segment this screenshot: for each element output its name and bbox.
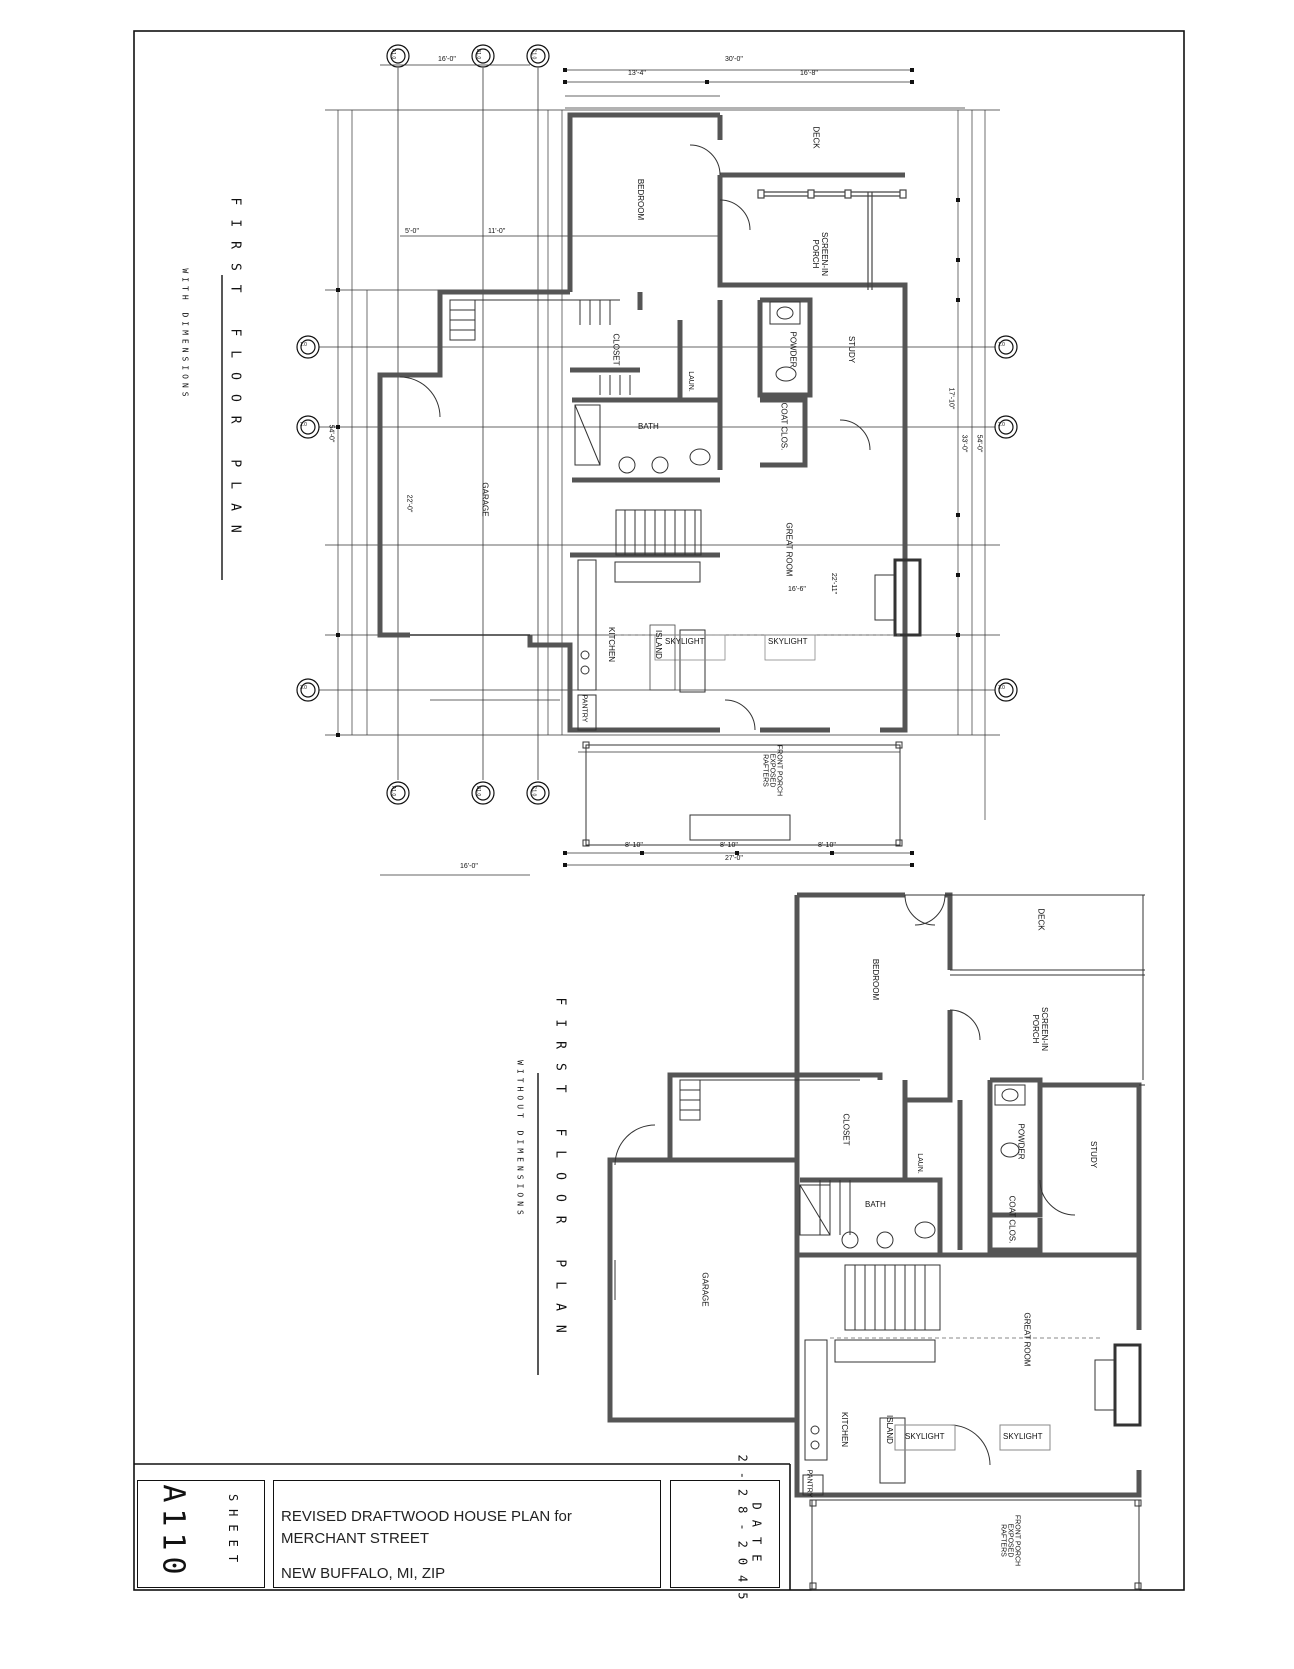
skylight-1: SKYLIGHT <box>665 637 705 646</box>
stairs <box>449 299 702 556</box>
room-closet: CLOSET <box>611 333 621 366</box>
plan-1-subtitle: WITH DIMENSIONS <box>180 268 190 401</box>
room2-bath: BATH <box>865 1200 886 1209</box>
dim-w-8a: 8'-10" <box>625 842 643 849</box>
room2-study: STUDY <box>1089 1140 1099 1169</box>
dim-side-17: 17'-10" <box>947 387 955 410</box>
grid-bubbles <box>296 44 1018 805</box>
room2-pantry: PANTRY <box>805 1469 813 1498</box>
skylight-2: SKYLIGHT <box>768 637 808 646</box>
dim-top-30: 30'-0" <box>725 56 743 63</box>
date-label: DATE <box>749 1502 764 1572</box>
dim-w-22: 22'-0" <box>405 494 413 513</box>
sheet-label: SHEET <box>226 1493 241 1571</box>
sheet-border <box>133 30 1185 1591</box>
room-study: STUDY <box>847 335 857 364</box>
project-title-line-1: REVISED DRAFTWOOD HOUSE PLAN for <box>281 1508 572 1525</box>
room-bath: BATH <box>638 422 659 431</box>
grid-label-3-left: 3.0 <box>300 685 307 691</box>
grid-label-c-bottom: C1.0 <box>530 785 537 797</box>
room2-bedroom: BEDROOM <box>871 958 881 1001</box>
dim-side-54: 54'-0" <box>327 424 335 443</box>
exterior-walls <box>377 112 908 733</box>
dim-top-16: 16'-8" <box>800 70 818 77</box>
grid-label-a-top: A1.0 <box>390 48 397 60</box>
dim-w-8c: 8'-10" <box>818 842 836 849</box>
dim-w-5: 5'-0" <box>405 228 419 235</box>
room-bedroom: BEDROOM <box>636 178 646 221</box>
dim-left-16: 16'-0" <box>438 56 456 63</box>
skylights <box>610 624 900 691</box>
plan-2-details <box>614 894 1145 1591</box>
grid-label-2-left: 2.0 <box>300 422 307 428</box>
sheet-number: A110 <box>155 1484 191 1581</box>
grid-label-b-top: B1.0 <box>475 48 482 60</box>
sheet-number-box <box>137 1480 265 1588</box>
dim-top-13: 13'-4" <box>628 70 646 77</box>
grid-label-2-right: 2.0 <box>998 422 1005 428</box>
skylight2-2: SKYLIGHT <box>1003 1432 1043 1441</box>
dim-side-33: 33'-0" <box>960 434 968 453</box>
doors <box>399 144 871 731</box>
dim-w-22b: 22'-11" <box>830 572 838 595</box>
grid-label-1-right: 1.0 <box>998 342 1005 348</box>
dim-w-16b: 16'-6" <box>788 586 806 593</box>
date-value: 2-28-2045 <box>735 1454 750 1610</box>
room-kitchen: KITCHEN <box>607 626 617 663</box>
project-location: NEW BUFFALO, MI, ZIP <box>281 1565 446 1582</box>
room2-porch: SCREEN-IN PORCH <box>1031 1006 1049 1051</box>
dim-w-8b: 8'-10" <box>720 842 738 849</box>
grid-label-1-left: 1.0 <box>300 342 307 348</box>
room2-deck: DECK <box>1036 908 1046 931</box>
project-info-box <box>273 1480 661 1588</box>
room2-closet: CLOSET <box>841 1113 851 1146</box>
dim-side-54b: 54'-0" <box>975 434 983 453</box>
room-garage: GARAGE <box>480 482 490 517</box>
room2-island: ISLAND <box>884 1415 894 1444</box>
grid-lines <box>303 68 1005 780</box>
skylight2-1: SKYLIGHT <box>905 1432 945 1441</box>
room-great: GREAT ROOM <box>784 522 794 577</box>
room2-powder: POWDER <box>1016 1123 1026 1160</box>
plan-1-title: FIRST FLOOR PLAN <box>227 197 243 547</box>
grid-label-3-right: 3.0 <box>998 685 1005 691</box>
room-island: ISLAND <box>653 630 663 659</box>
project-title-line-2: MERCHANT STREET <box>281 1530 430 1547</box>
room2-laun: LAUN. <box>915 1153 923 1174</box>
grid-label-c-top: C1.0 <box>530 48 537 60</box>
room-laun: LAUN. <box>686 371 694 392</box>
room2-coat: COAT CLOS. <box>1007 1195 1017 1244</box>
room-front-porch: FRONT PORCH EXPOSED RAFTERS <box>761 744 783 797</box>
dim-bottom-27: 27'-0" <box>725 855 743 862</box>
dim-ticks <box>336 68 960 867</box>
room-porch: SCREEN-IN PORCH <box>811 231 829 276</box>
dimension-lines <box>325 64 1000 876</box>
room2-garage: GARAGE <box>700 1272 710 1307</box>
room-powder: POWDER <box>788 331 798 368</box>
room2-kitchen: KITCHEN <box>840 1411 850 1448</box>
front-porch <box>582 741 903 847</box>
dim-w-11: 11'-0" <box>488 228 506 235</box>
grid-label-b-bottom: B1.0 <box>475 785 482 797</box>
room-deck: DECK <box>811 126 821 149</box>
fixtures <box>574 301 922 731</box>
dim-bottom-16: 16'-0" <box>460 863 478 870</box>
grid-label-a-bottom: A1.0 <box>390 785 397 797</box>
room2-front-porch: FRONT PORCH EXPOSED RAFTERS <box>999 1514 1021 1567</box>
room-coat: COAT CLOS. <box>779 402 789 451</box>
plan-2-subtitle: WITHOUT DIMENSIONS <box>515 1060 525 1219</box>
room2-great: GREAT ROOM <box>1022 1312 1032 1367</box>
deck-railing <box>757 189 907 290</box>
plan-2 <box>607 892 1145 1591</box>
date-box <box>670 1480 780 1588</box>
plan-1 <box>296 44 1018 876</box>
plan-2-title: FIRST FLOOR PLAN <box>552 997 568 1347</box>
room-pantry: PANTRY <box>580 694 588 723</box>
